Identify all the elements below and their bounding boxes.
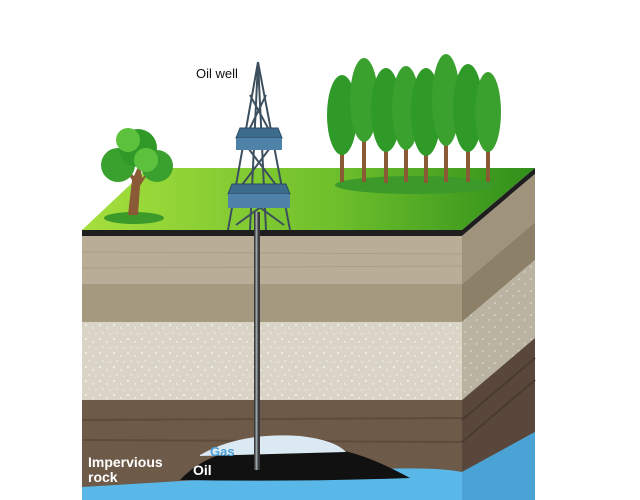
sand-layer [82,322,462,400]
water [82,432,535,500]
impervious-rock-label-line2: rock [88,469,118,485]
derrick-platform-lower [227,183,291,195]
rock-line [81,417,463,421]
clay-layer [82,284,462,322]
grass-edge-side [462,168,535,236]
grass-edge [82,230,462,236]
impervious-rock-label-line1: Impervious [88,454,163,470]
gas-label: Gas [210,444,235,459]
rock-line-side [461,357,536,421]
soil-layer-side [462,174,535,284]
well-pipe-highlight [255,212,258,470]
derrick-platform-upper-front [236,138,282,150]
tree-left [101,128,173,224]
derrick-platform-lower-front [228,194,290,208]
clay-layer-side [462,222,535,322]
oil-label: Oil [193,462,212,478]
rock-line-side [461,379,536,443]
soil-layer [82,236,462,284]
sand-layer-side [462,260,535,400]
tree-cluster [327,54,501,194]
oil-well-label: Oil well [196,66,238,81]
gas-deposit [200,435,346,456]
derrick-platform-upper [235,127,283,139]
oil-deposit [180,450,410,481]
water-side [462,432,535,500]
soil-line [81,265,463,269]
soil-line [81,251,463,255]
